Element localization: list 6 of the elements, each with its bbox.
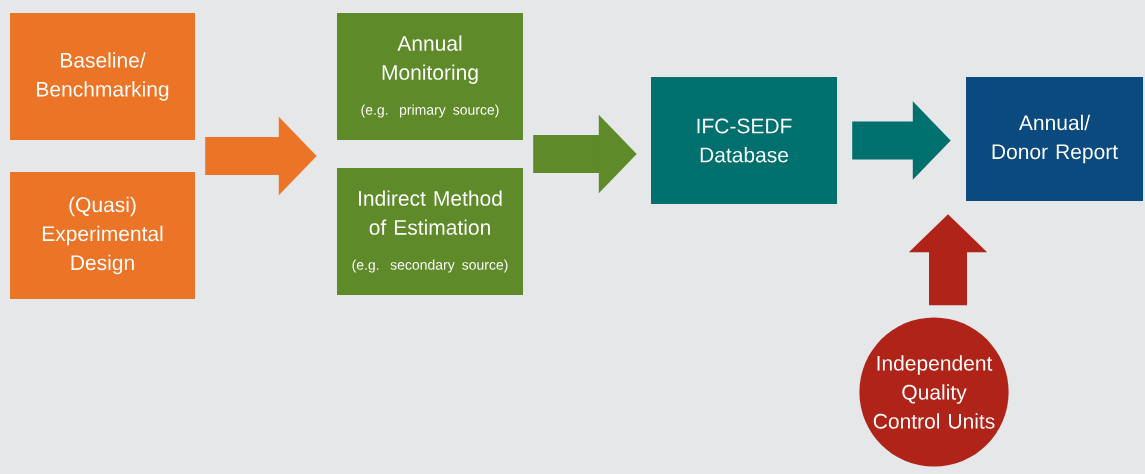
process-box: (Quasi) Experimental Design (10, 172, 195, 299)
report-box: Annual/ Donor Report (966, 77, 1143, 201)
process-box: Baseline/ Benchmarking (10, 13, 195, 140)
process-box: Indirect Method of Estimation (e.g. secondary source) (337, 168, 523, 295)
process-box: Annual Monitoring (e.g. primary source) (337, 13, 523, 140)
database-box: IFC-SEDF Database (651, 77, 837, 204)
